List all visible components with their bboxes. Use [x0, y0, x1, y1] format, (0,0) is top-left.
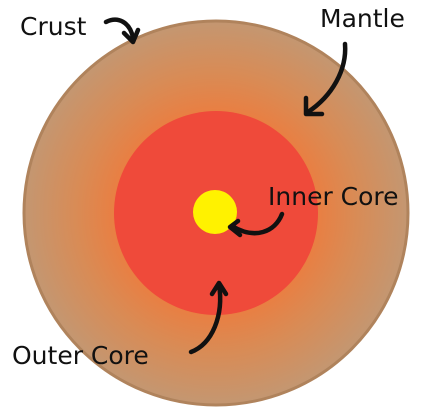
mantle-arrow — [303, 41, 348, 117]
crust-label: Crust — [20, 12, 87, 41]
outer-core-label: Outer Core — [12, 341, 149, 370]
inner-core-layer — [193, 190, 237, 234]
outer-core-arrow — [188, 280, 229, 355]
mantle-label: Mantle — [320, 4, 405, 33]
crust-layer — [22, 19, 410, 407]
crust-arrow — [103, 17, 141, 45]
inner-core-arrow — [227, 211, 285, 238]
inner-core-label: Inner Core — [268, 182, 399, 211]
